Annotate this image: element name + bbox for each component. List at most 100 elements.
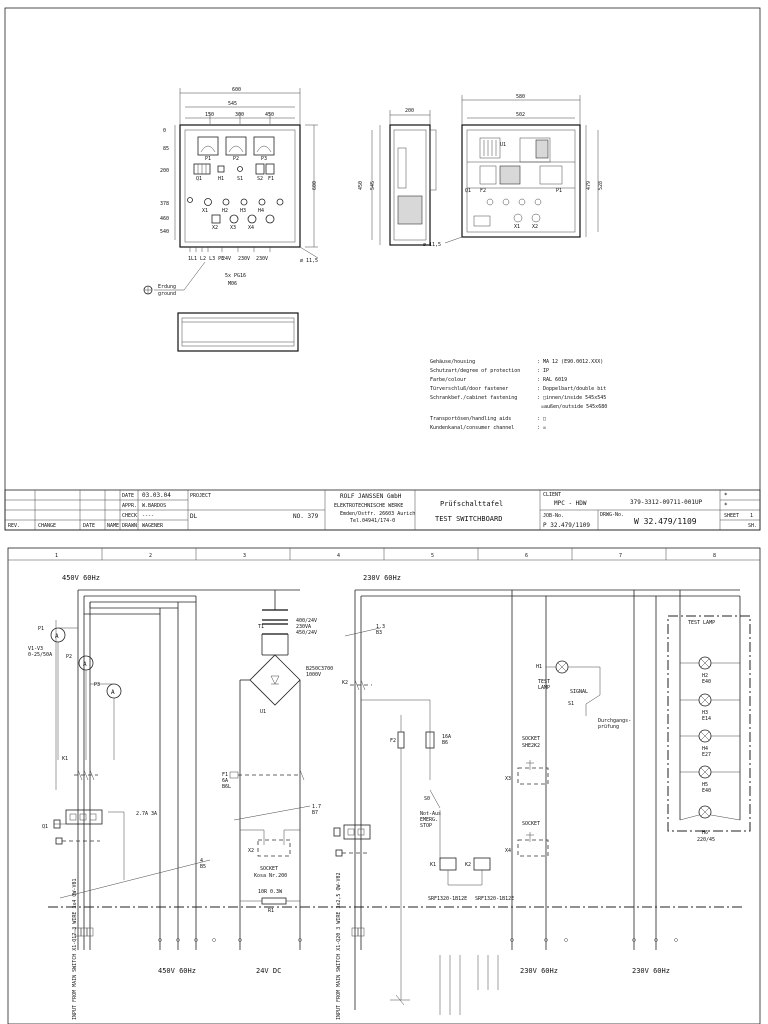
x3-socket: SOCKET bbox=[522, 736, 540, 742]
front-view: 600 545 150 300 450 600 0 85 200 378 460… bbox=[143, 87, 319, 297]
tb-appr-value: W.BARDOS bbox=[142, 503, 166, 509]
tb-date-label: DATE bbox=[122, 493, 134, 499]
cable-details bbox=[390, 955, 499, 1015]
dim-side-545: 545 bbox=[370, 181, 376, 190]
rectifier-icon bbox=[249, 654, 301, 706]
spec-value-0: : MA 12 (E90.0012.XXX) bbox=[537, 359, 603, 365]
r1-note: 10R 0.3W bbox=[258, 889, 283, 895]
dim-600-right: 600 bbox=[312, 181, 318, 190]
schematic-frame bbox=[7, 547, 761, 1024]
dim-502: 502 bbox=[516, 112, 525, 118]
bottom-label-230v-b: 230V 60Hz bbox=[632, 967, 670, 975]
s0-note-2: EMERG. bbox=[420, 817, 438, 823]
tb-project-no: NO. 379 bbox=[293, 513, 319, 520]
k2-label: K2 bbox=[342, 680, 348, 686]
t1-note-1: 400/24V bbox=[296, 618, 317, 624]
coil-k2-label: K2 bbox=[465, 862, 471, 868]
col-1: 1 bbox=[55, 553, 58, 559]
left-scale-460: 460 bbox=[160, 216, 169, 222]
bottom-label-24v: 24V DC bbox=[256, 967, 281, 975]
x4-socket: SOCKET bbox=[522, 821, 540, 827]
lamp-h6-note: 220/45 bbox=[697, 837, 715, 843]
ammeter-glyph-2: A bbox=[83, 661, 87, 668]
lamp-h3-label: H3 bbox=[702, 710, 708, 716]
front-x3: X3 bbox=[230, 225, 236, 231]
s0-note-3: STOP bbox=[420, 823, 432, 829]
left-scale-540: 540 bbox=[160, 229, 169, 235]
term-4: 230V bbox=[256, 256, 268, 262]
title-block: REV. CHANGE DATE NAME DATE 03.03.04 APPR… bbox=[4, 489, 761, 531]
tb-dwg-label: DRWG-No. bbox=[600, 512, 624, 518]
top-sheet-frame bbox=[4, 7, 761, 531]
tb-doc-code: 379-3312-09711-001UP bbox=[630, 499, 703, 506]
tb-title-en: TEST SWITCHBOARD bbox=[435, 515, 502, 523]
meter-label-p3: P3 bbox=[261, 156, 267, 162]
spec-value-1: : IP bbox=[537, 368, 549, 374]
tb-sheets-value: SH. bbox=[748, 523, 757, 529]
meter-p2-label: P2 bbox=[66, 654, 72, 660]
ref-13b: B3 bbox=[376, 630, 382, 636]
ammeter-glyph-1: A bbox=[55, 633, 59, 640]
q1-note: 2.7A 3A bbox=[136, 811, 157, 817]
x3-note: SHE2K2 bbox=[522, 743, 540, 749]
spec-label-4: Schrankbef./cabinet fastening bbox=[430, 395, 517, 401]
supply-450v-label: 450V 60Hz bbox=[62, 574, 100, 582]
s1-top: SIGNAL bbox=[570, 689, 588, 695]
front-h2: H2 bbox=[222, 208, 228, 214]
lamp-h4-note: E27 bbox=[702, 752, 711, 758]
lamp-h6-label: H6 bbox=[702, 830, 708, 836]
s1-label: S1 bbox=[568, 701, 574, 707]
front-f1: F1 bbox=[268, 176, 274, 182]
col-6: 6 bbox=[525, 553, 528, 559]
ref-17b: B7 bbox=[312, 810, 318, 816]
t1-label: T1 bbox=[258, 624, 264, 630]
dim-450: 450 bbox=[265, 112, 274, 118]
tb-appr-label: APPR. bbox=[122, 503, 137, 509]
front-h1: H1 bbox=[218, 176, 224, 182]
left-scale-378: 378 bbox=[160, 201, 169, 207]
coil-k1-note: SRF1320-1B12E bbox=[428, 896, 467, 902]
back-x1: X1 bbox=[514, 224, 520, 230]
s1-note-1: Durchgangs- bbox=[598, 718, 631, 724]
back-p1: P1 bbox=[556, 188, 562, 194]
bottom-view bbox=[177, 312, 299, 352]
x4-label: X4 bbox=[505, 848, 511, 854]
back-f2: F2 bbox=[480, 188, 486, 194]
t1-note-3: 450/24V bbox=[296, 630, 317, 636]
tb-title-de: Prüfschalttafel bbox=[440, 500, 503, 508]
front-x1: X1 bbox=[202, 208, 208, 214]
meter-note-2: 0-25/50A bbox=[28, 652, 52, 658]
h1-label: H1 bbox=[536, 664, 542, 670]
u1-label: U1 bbox=[260, 709, 266, 715]
tb-sheet-value: 1 bbox=[750, 513, 753, 519]
back-x2: X2 bbox=[532, 224, 538, 230]
x2-socket: SOCKET bbox=[260, 866, 278, 872]
dim-545-top: 545 bbox=[228, 101, 237, 107]
term-1: 1L1 L2 L3 PE bbox=[188, 256, 224, 262]
dim-side-450: 450 bbox=[358, 181, 364, 190]
term-3: 230V bbox=[238, 256, 250, 262]
ref-13a: 1.3 bbox=[376, 624, 385, 630]
dim-479: 479 bbox=[586, 181, 592, 190]
tb-check-label: CHECK bbox=[122, 513, 137, 519]
dim-200: 200 bbox=[405, 108, 414, 114]
feed-label-1: INPUT FROM MAIN SWITCH X1-Q17 3 WIRE 3x4… bbox=[72, 879, 78, 1020]
tb-sheet-label: SHEET bbox=[724, 513, 739, 519]
section-24v: T1 400/24V 230VA 450/24V U1 B250C3700 10… bbox=[222, 590, 333, 950]
s0-label: S0 bbox=[424, 796, 430, 802]
front-h3: H3 bbox=[240, 208, 246, 214]
term-2: 24V bbox=[222, 256, 231, 262]
lamp-h6-icon bbox=[698, 805, 712, 819]
left-scale-85: 85 bbox=[163, 146, 169, 152]
tb-date: DATE bbox=[83, 523, 95, 529]
dim-150: 150 bbox=[205, 112, 214, 118]
ref-17a: 1.7 bbox=[312, 804, 321, 810]
tb-project-value: DL bbox=[190, 513, 198, 520]
f1-label: F1 bbox=[222, 772, 228, 778]
tb-dwg-value: W 32.479/1109 bbox=[634, 517, 697, 526]
section-230v: 1.3 B3 K2 F2 16A B6 S0 Not-Aus EMERG. ST… bbox=[333, 589, 751, 1010]
meter-label-p2: P2 bbox=[233, 156, 239, 162]
col-2: 2 bbox=[149, 553, 152, 559]
t1-note-2: 230VA bbox=[296, 624, 311, 630]
